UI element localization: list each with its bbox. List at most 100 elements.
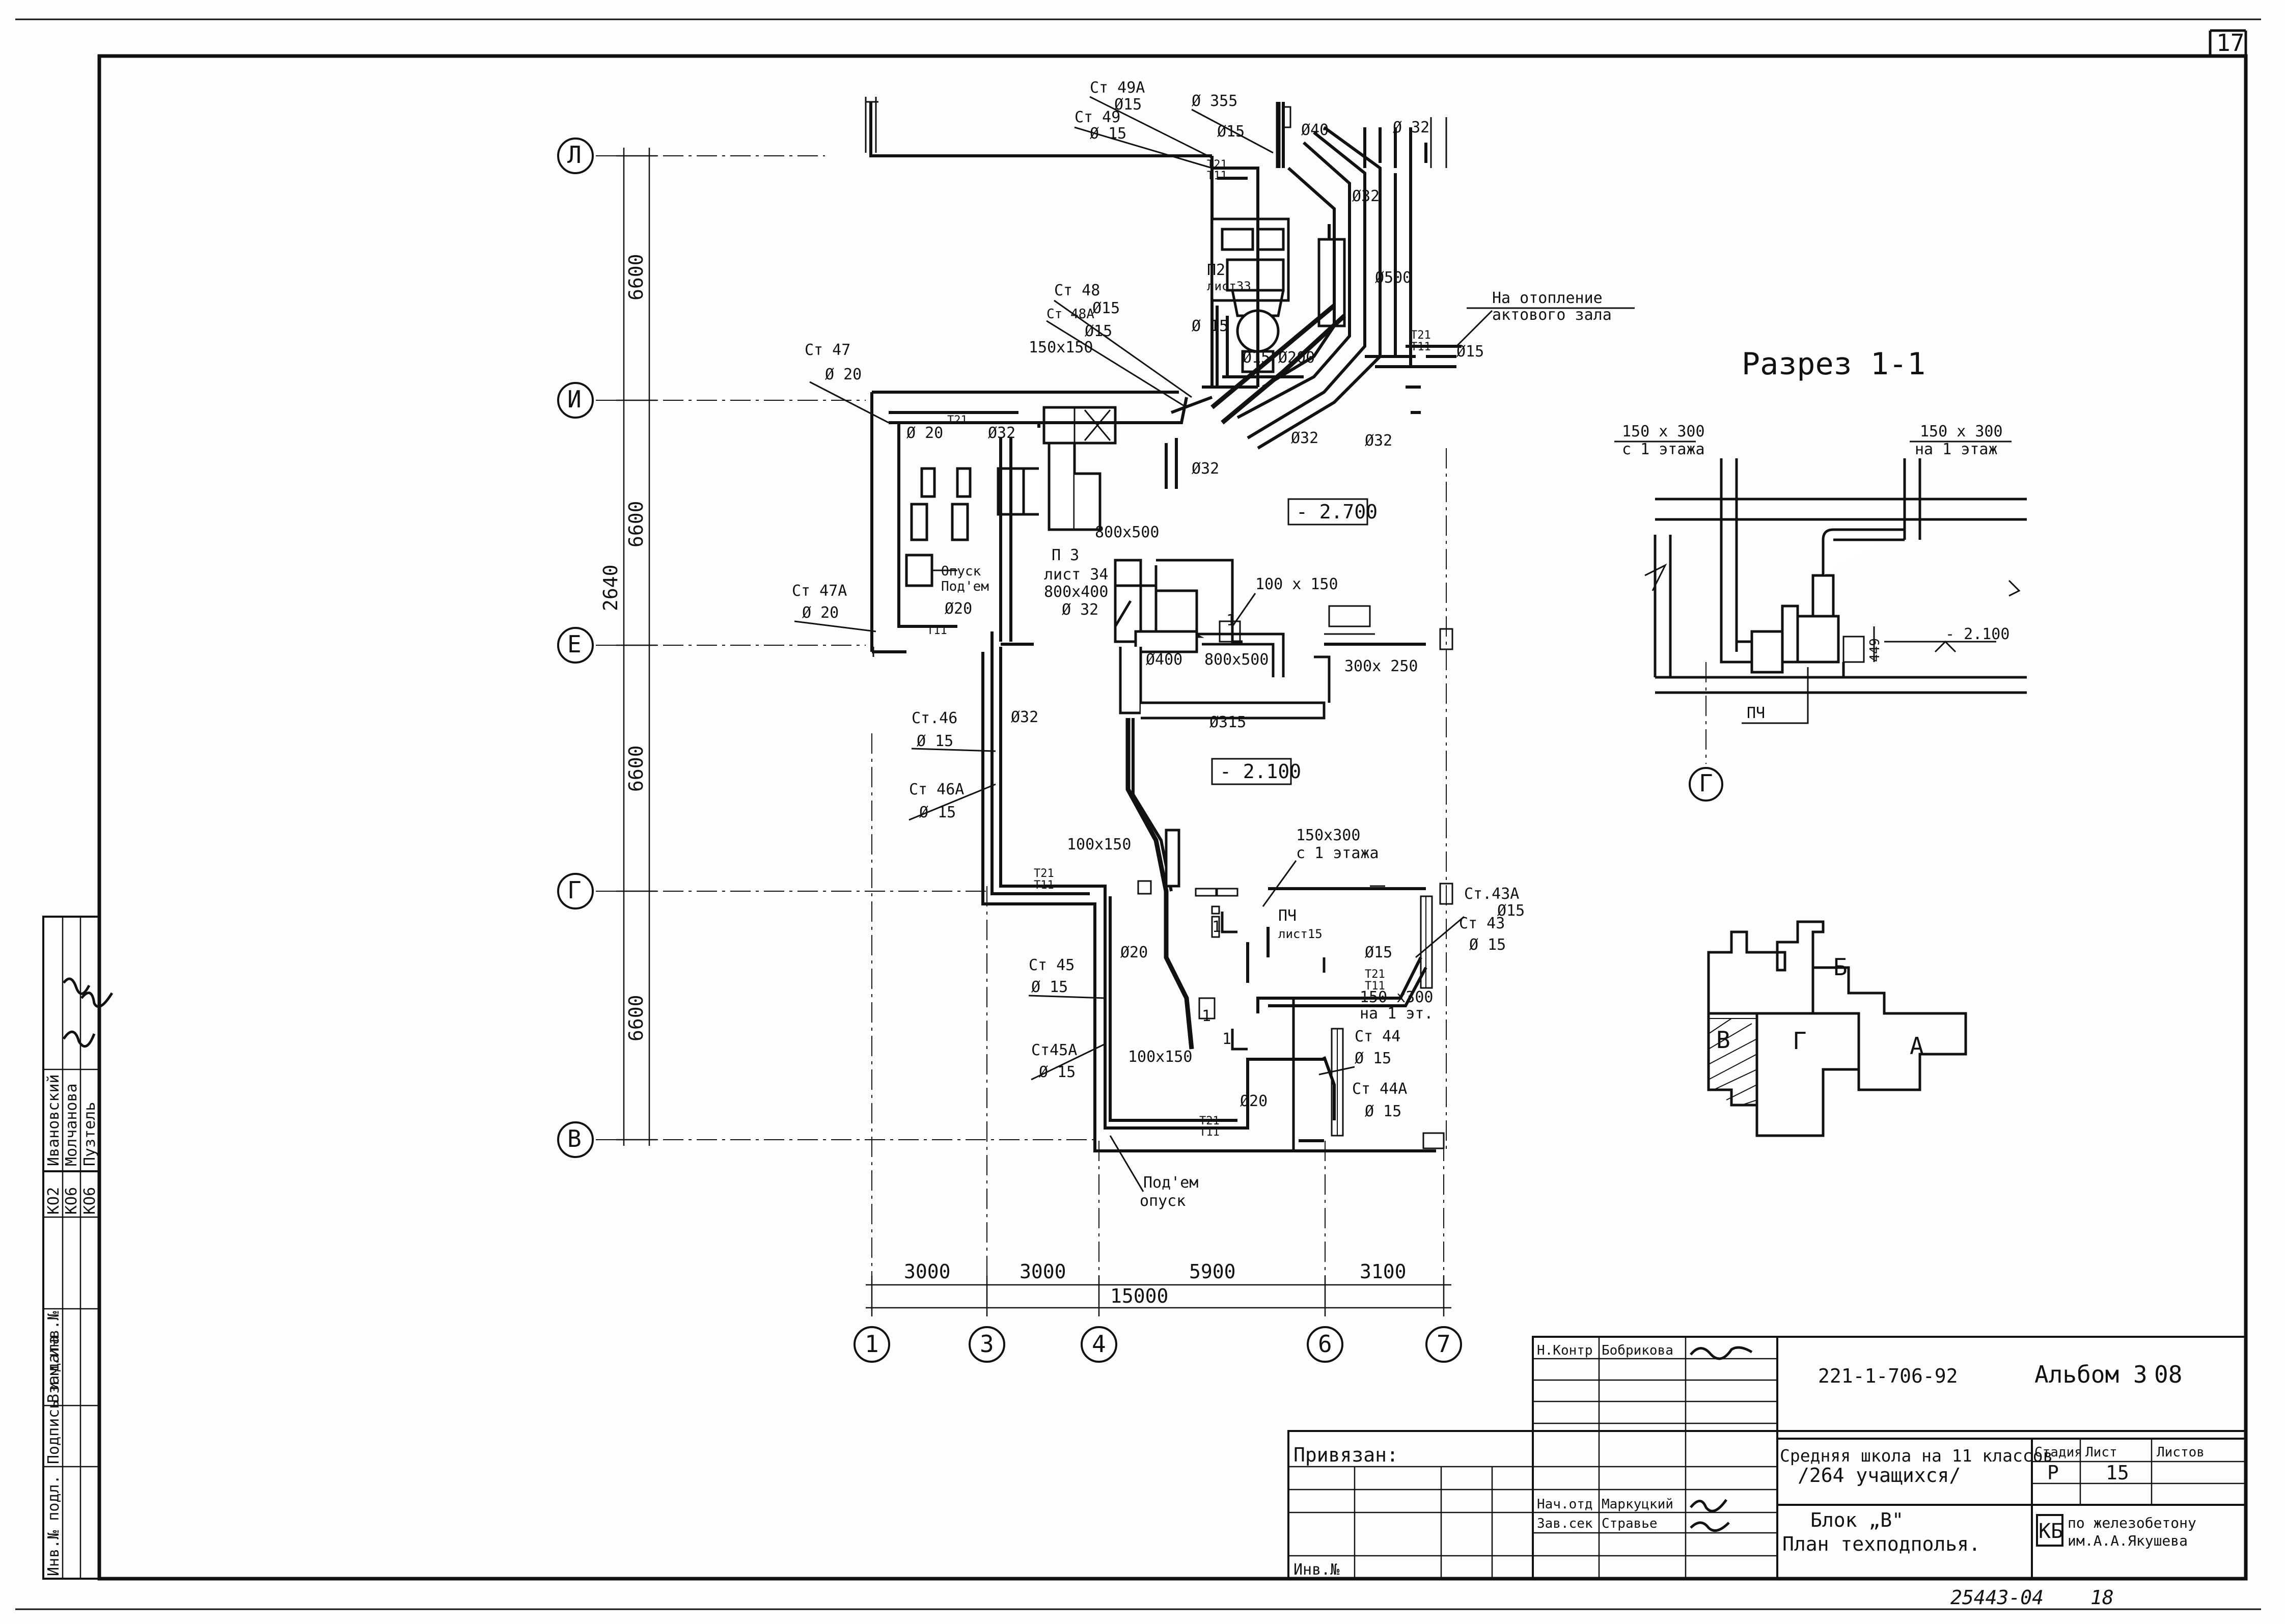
label-st49: Ст 49 [1075,108,1120,126]
label-d355: Ø 355 [1192,92,1237,110]
section-mark-2: 1 [1222,1030,1231,1048]
tb-album-no: 08 [2154,1361,2182,1388]
label-d32f: Ø32 [1291,429,1318,447]
label-st45-d: Ø 15 [1031,978,1068,996]
label-st47a: Ст 47А [792,582,847,600]
label-st43a: Ст.43А [1464,885,1519,903]
tb-signature-1 [1690,1346,1753,1360]
label-st47: Ст 47 [805,341,850,359]
keyplan-block-g: Г [1793,1027,1807,1055]
stamp-bottom: 25443-04 [1950,1586,2044,1609]
tb-list-label: Лист [2085,1445,2117,1460]
pipe-tag-12: Т11 [1411,341,1431,353]
label-opusk: Опуск [941,564,981,579]
tb-nach-otd-label: Нач.отд [1537,1497,1593,1512]
tb-stage-label: Стадия [2034,1445,2082,1460]
label-d20d: Ø20 [1240,1092,1268,1110]
label-st45a: Ст45А [1031,1041,1077,1059]
sheet-frame: 17 [15,18,2261,1610]
section-mark-3: 1 [1226,612,1235,629]
label-duct800c: 800х500 [1204,651,1269,669]
pipe-tag-9: Т21 [1199,1115,1220,1127]
tb-project-line-2: /264 учащихся/ [1798,1464,1961,1487]
dim-left-3: 6600 [625,745,647,792]
axis-bubble-col-1 [854,1326,890,1363]
axis-label-col-4: 6 [1318,1330,1332,1358]
sheet-number: 17 [2216,29,2244,57]
stamp-name-2: Молчанова [63,1083,80,1166]
label-d32d: Ø32 [1192,460,1219,478]
label-d15e: Ø15 [1365,944,1392,961]
axis-bubble-row-4 [557,873,594,910]
dim-bottom-1: 3000 [904,1260,951,1283]
dim-bottom-3: 5900 [1189,1260,1236,1283]
label-p3-list: лист 34 [1044,566,1108,584]
label-d40: Ø40 [1301,121,1329,139]
section-axis-label: Г [1699,769,1713,797]
stamp-label-sign: Подпись и дата [45,1335,63,1464]
label-duct100c: 100х150 [1128,1048,1192,1066]
org-logo: КБ [2039,1520,2063,1543]
dimensions: 6600 6600 6600 6600 2640 3000 3000 5900 … [599,148,1451,1316]
level-marks: - 2.700 - 2.100 [1211,498,1378,785]
label-duct150300b: 150 х300 [1360,988,1434,1006]
label-p2: П2 [1207,261,1225,279]
tb-sheet-line-1: Блок „В" [1810,1509,1904,1531]
tb-signature-3 [1690,1521,1730,1532]
tb-privyazan: Привязан: [1293,1444,1398,1466]
label-st46: Ст.46 [912,709,957,727]
section-mark-1: 1 [1212,918,1221,936]
pipe-tag-2: Т11 [1207,170,1227,182]
grid-axes: Л И Е Г В 1 3 4 6 7 [557,137,1462,1363]
tb-inv-no: Инв.№ [1293,1561,1339,1579]
pipe-tag-8: Т11 [1365,980,1385,993]
tb-drawing-code: 221-1-706-92 [1818,1365,1958,1387]
label-st44a-d: Ø 15 [1365,1103,1401,1120]
axis-bubble-row-3 [557,627,594,664]
pipe-tag-7: Т21 [1365,968,1385,981]
section-left-duct: 150 х 300 [1622,423,1705,441]
section-unit-tag: ПЧ [1747,704,1765,722]
axis-label-row-1: Л [567,141,582,169]
signature-2 [62,1030,96,1048]
axis-label-col-1: 1 [865,1330,879,1358]
label-duct800b: 800х400 [1044,583,1108,601]
label-d15c: Ø15 [1243,349,1270,367]
label-duct300: 300х 250 [1344,657,1418,675]
pipe-tag-4: Т11 [927,624,947,637]
tb-lists-label: Листов [2157,1445,2205,1460]
label-st44: Ст 44 [1355,1028,1400,1045]
label-floor1: с 1 этажа [1296,844,1379,862]
section-view: Разрез 1-1 150 х 300 с 1 этажа 150 х 300… [1614,346,2027,802]
tb-album: Альбом 3 [2034,1361,2148,1388]
axis-bubble-col-2 [969,1326,1005,1363]
label-d20b: Ø20 [945,600,972,618]
dim-bottom-2: 3000 [1020,1260,1066,1283]
dim-bottom-total: 15000 [1110,1285,1168,1307]
dim-left-1: 6600 [625,254,647,300]
label-d20a: Ø 20 [906,424,943,442]
label-duct150: 150х150 [1029,339,1093,356]
label-pch: ПЧ [1278,907,1297,925]
label-d32e: Ø32 [1365,432,1392,450]
keyplan-block-a: А [1910,1032,1924,1060]
keyplan-block-v: В [1716,1026,1730,1054]
pipe-tag-3: Т21 [947,414,968,427]
label-heating-2: актового зала [1492,306,1612,324]
axis-label-row-2: И [567,386,582,413]
level-mark-2: - 2.100 [1220,760,1301,783]
label-duct800: 800х500 [1095,524,1159,541]
label-st43: Ст 43 [1459,915,1505,932]
label-duct100b: 100х150 [1067,836,1131,854]
axis-label-row-3: Е [567,630,582,658]
pipe-tags: Т21 Т11 Т21 Т11 Т21 Т11 Т21 Т11 Т21 Т11 … [927,158,1431,1139]
axis-label-row-4: Г [567,876,582,904]
label-opusk2: опуск [1140,1192,1186,1210]
dim-bottom-4: 3100 [1360,1260,1407,1283]
signature-3 [80,992,114,1008]
axis-bubble-row-2 [557,382,594,419]
label-p3: П 3 [1052,546,1079,564]
section-left-floor: с 1 этажа [1622,441,1705,458]
